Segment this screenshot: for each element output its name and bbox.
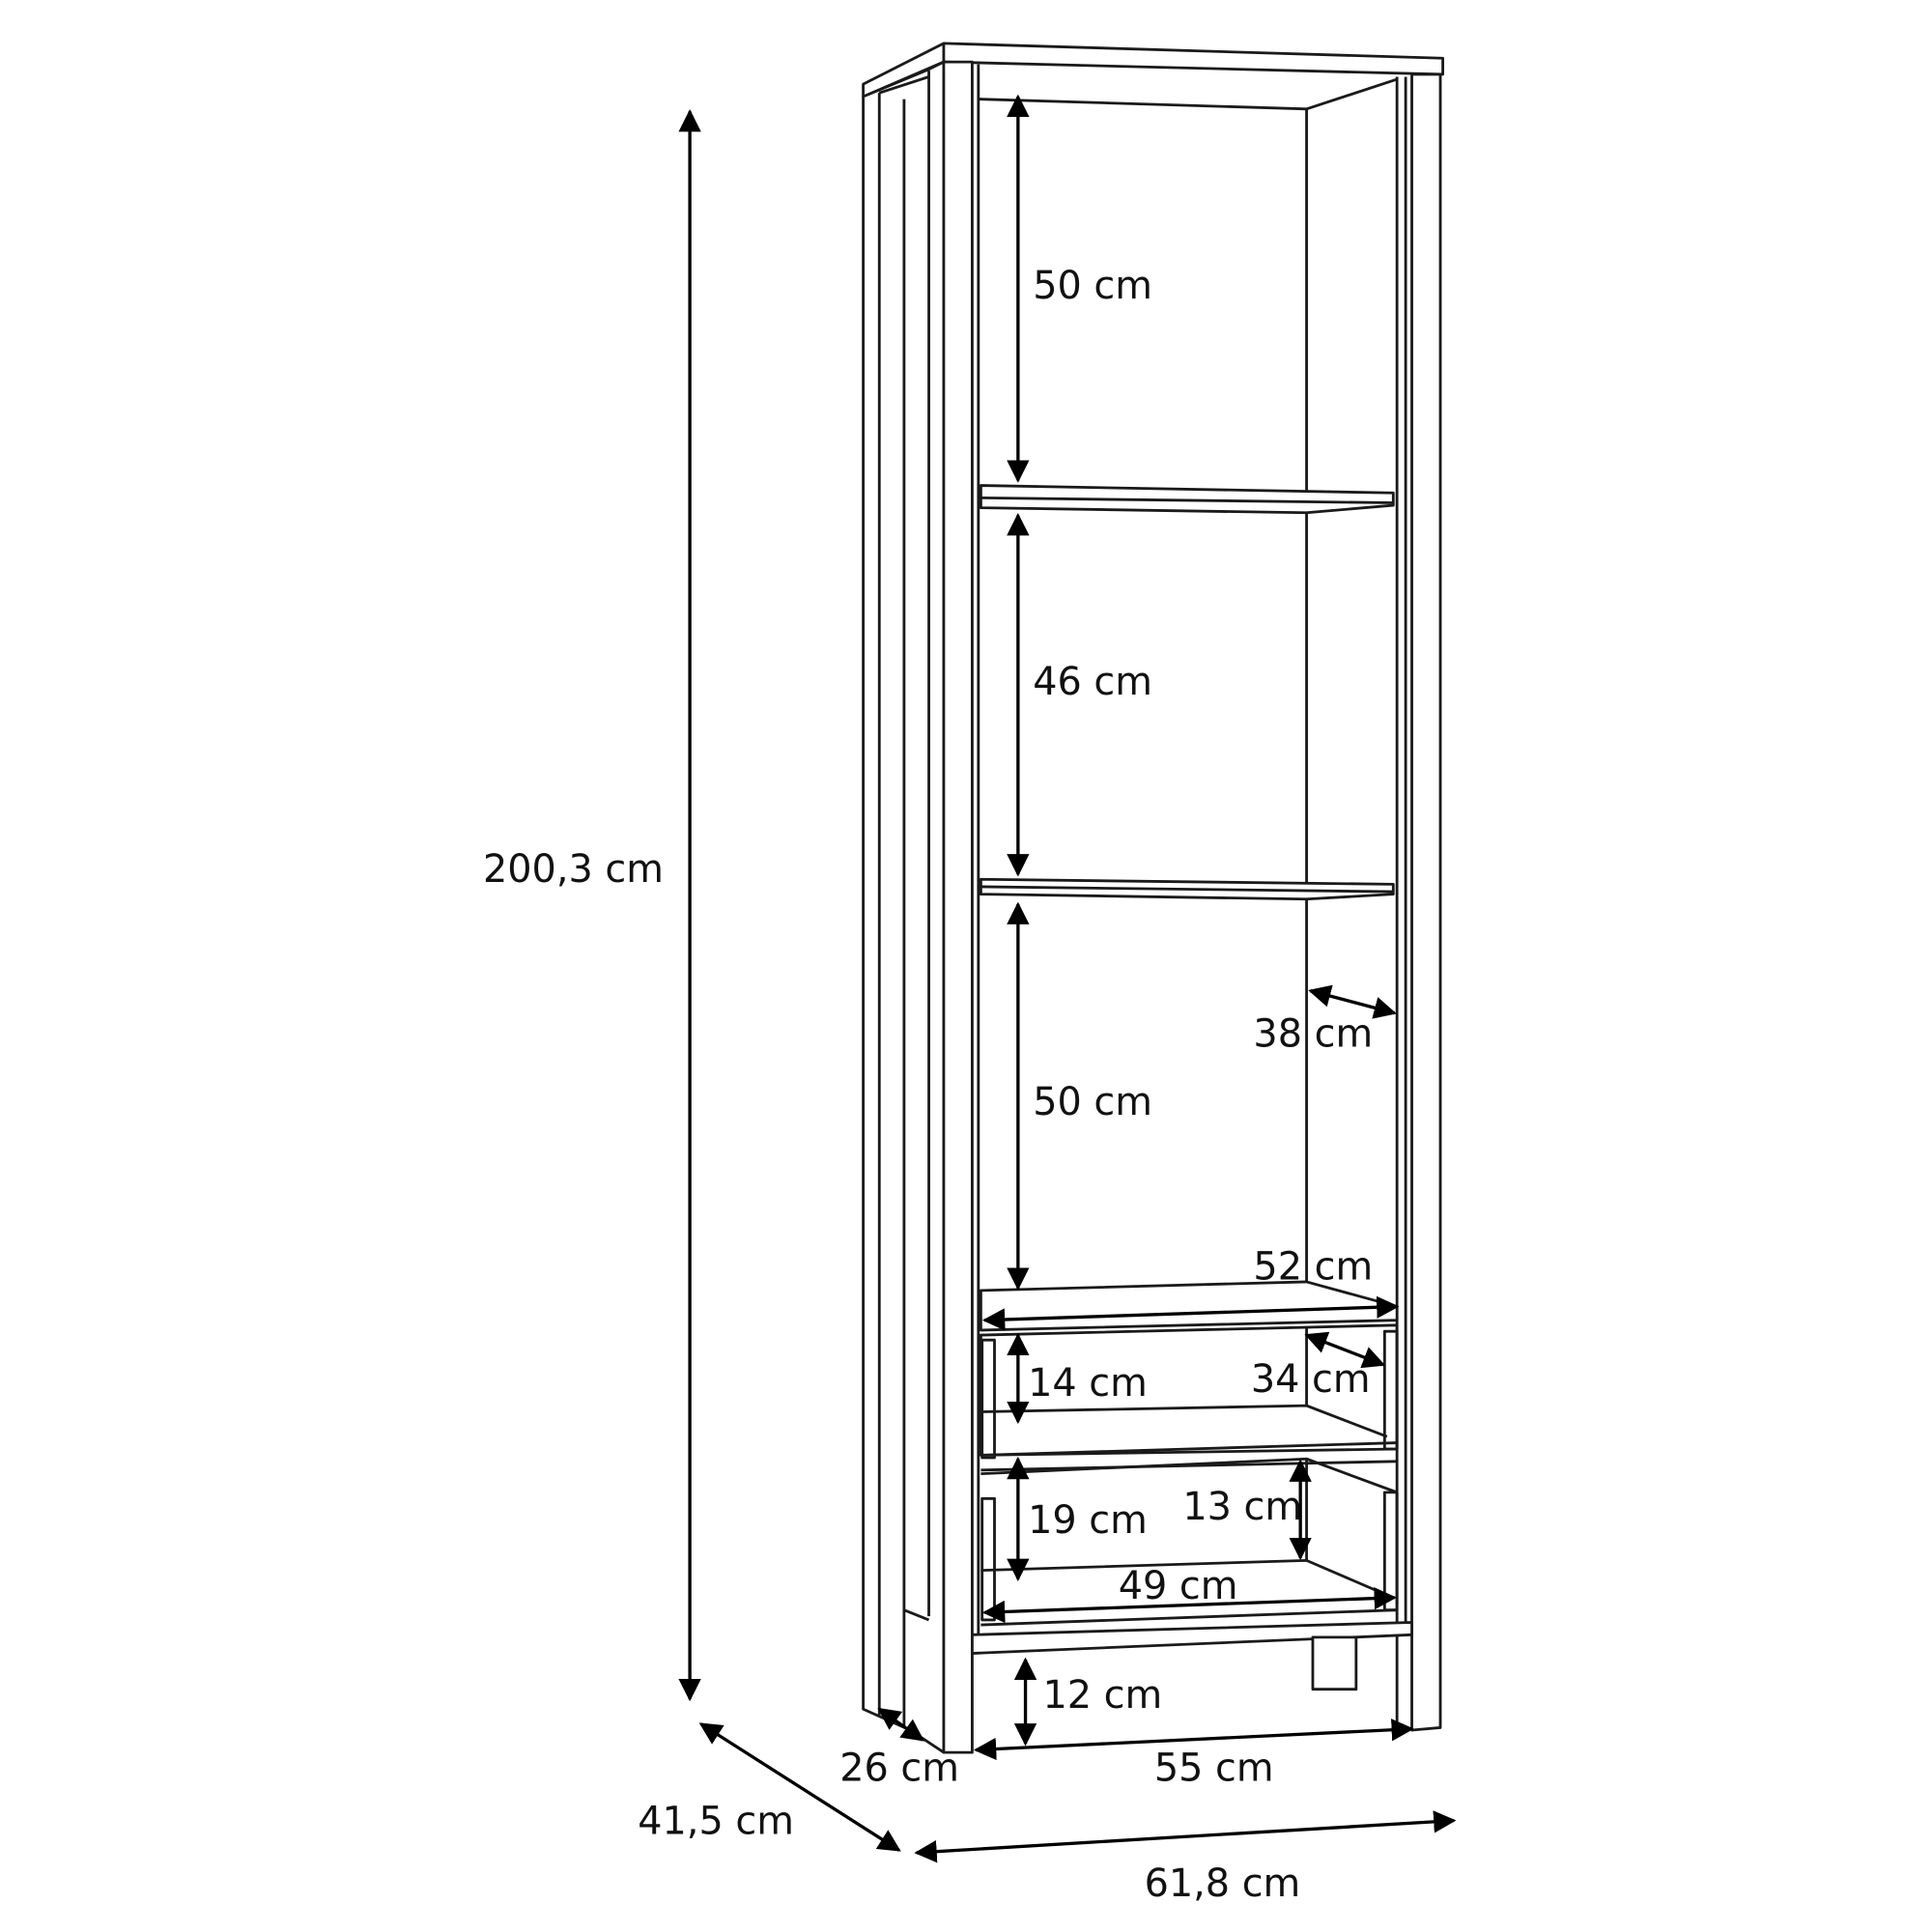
back-panel [978, 77, 1398, 111]
plinth [971, 1621, 1413, 1655]
label-drawer-width: 49 cm [1119, 1564, 1238, 1608]
bookcase-outline [862, 42, 1444, 1754]
leg [1311, 1635, 1358, 1691]
label-lower-compartment: 50 cm [1033, 1080, 1152, 1124]
label-side-depth: 26 cm [839, 1747, 959, 1791]
label-total-height: 200,3 cm [483, 847, 664, 892]
label-inner-width: 52 cm [1253, 1244, 1373, 1289]
label-upper-drawer-height: 14 cm [1028, 1361, 1148, 1406]
label-drawer-depth: 34 cm [1251, 1357, 1371, 1402]
dimension-labels: 200,3 cm 50 cm 46 cm 50 cm 38 cm 52 cm 1… [483, 264, 1373, 1906]
label-middle-compartment: 46 cm [1033, 660, 1152, 704]
label-lower-drawer-outer-height: 19 cm [1028, 1498, 1148, 1543]
label-plinth-height: 12 cm [1042, 1673, 1162, 1718]
right-front-frame [1410, 72, 1442, 1732]
label-inner-depth: 38 cm [1253, 1011, 1373, 1056]
dimension-lines [678, 94, 1457, 1863]
label-total-width: 61,8 cm [1145, 1861, 1301, 1906]
label-top-compartment: 50 cm [1033, 264, 1152, 308]
label-base-width: 55 cm [1154, 1747, 1274, 1791]
label-lower-drawer-inner-height: 13 cm [1182, 1485, 1302, 1529]
label-total-depth: 41,5 cm [638, 1800, 794, 1844]
left-front-frame [942, 60, 974, 1754]
drawer-top-panel [979, 1280, 1399, 1332]
